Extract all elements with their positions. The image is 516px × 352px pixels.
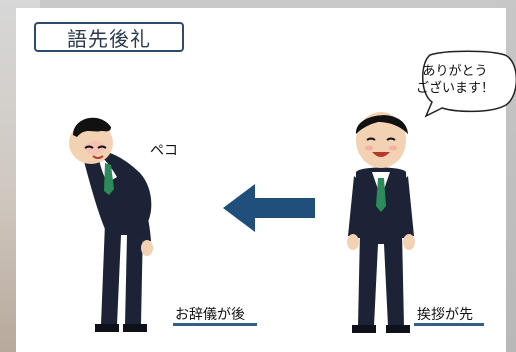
title-text: 語先後礼 — [67, 26, 151, 51]
greeting-person-icon — [347, 112, 415, 333]
bow-after-label: お辞儀が後 — [175, 307, 245, 323]
left-arrow-icon — [223, 184, 315, 232]
left-underline — [173, 323, 257, 326]
right-underline — [414, 323, 484, 326]
speech-bubble-text: ありがとう ございます！ — [415, 64, 494, 96]
peko-text: ペコ — [150, 143, 178, 159]
bowing-person-icon — [69, 117, 153, 332]
title-box: 語先後礼 — [34, 22, 184, 52]
greeting-first-label: 挨拶が先 — [417, 307, 473, 323]
